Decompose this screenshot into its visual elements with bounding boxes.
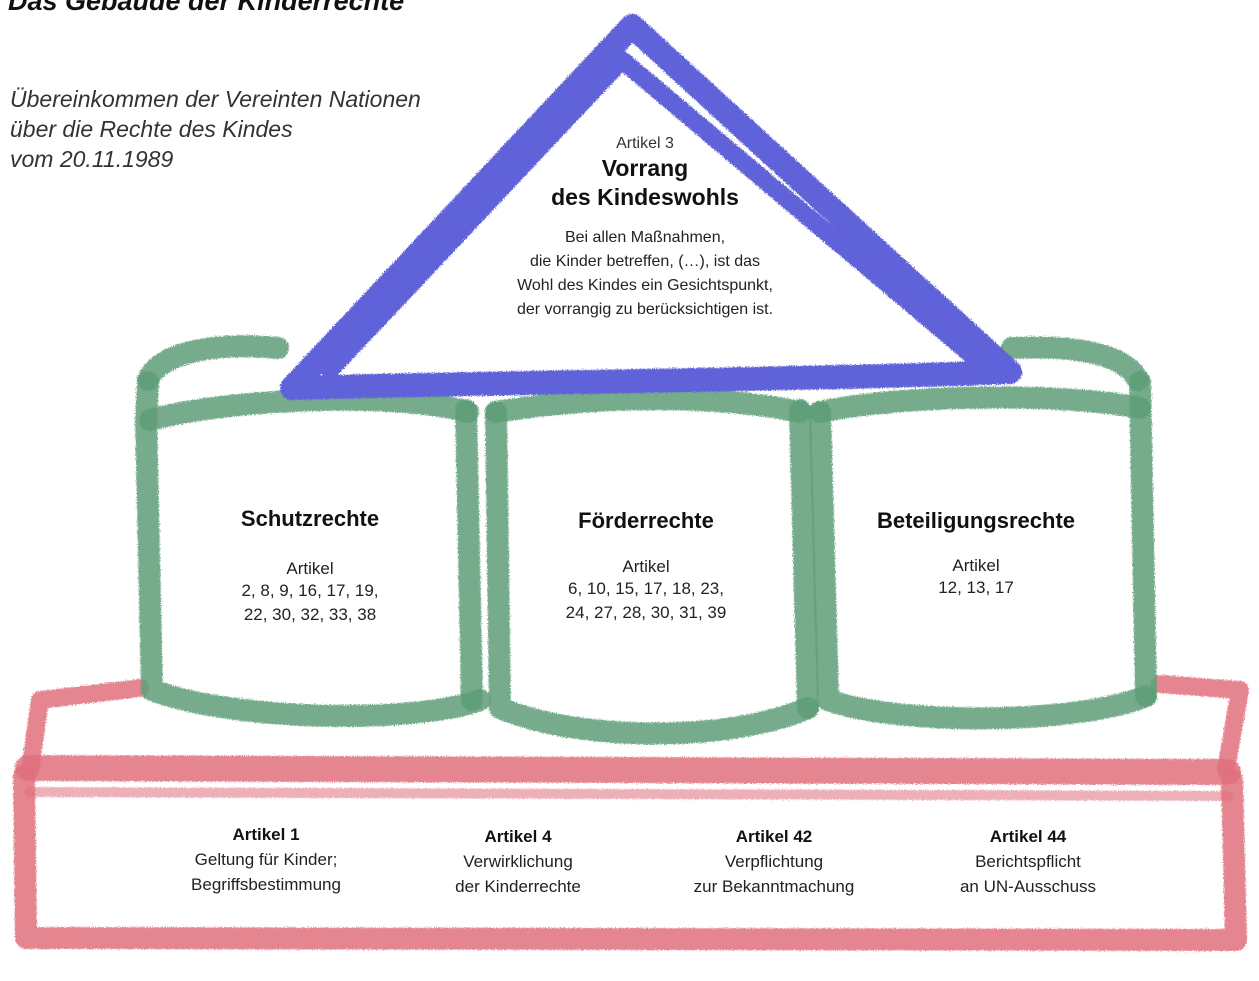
base-item-artikel-4: Artikel 4 Verwirklichung der Kinderrecht… — [398, 824, 638, 899]
pillars-drawing — [135, 335, 1157, 745]
pillar-title: Schutzrechte — [240, 506, 380, 531]
roof-body: Bei allen Maßnahmen, die Kinder betreffe… — [450, 226, 840, 322]
base-description-line: Verpflichtung — [724, 852, 824, 871]
pillar-title: Beteiligungsrechte — [876, 508, 1076, 533]
roof-text: Artikel 3 Vorrang des Kindeswohls Bei al… — [450, 134, 840, 322]
roof-drawing — [280, 14, 1022, 400]
pillar-foerderrechte: Förderrechte Artikel 6, 10, 15, 17, 18, … — [516, 508, 776, 625]
base-item-artikel-1: Artikel 1 Geltung für Kinder; Begriffsbe… — [146, 822, 386, 897]
subtitle-line: Übereinkommen der Vereinten Nationen — [10, 86, 421, 112]
pillar-article-line: 2, 8, 9, 16, 17, 19, — [241, 581, 379, 600]
pillar-article-label: Artikel — [952, 556, 1000, 575]
pillar-article-list: 6, 10, 15, 17, 18, 23, 24, 27, 28, 30, 3… — [516, 577, 776, 625]
base-description-line: Geltung für Kinder; — [194, 850, 338, 869]
subtitle: Übereinkommen der Vereinten Nationen übe… — [10, 84, 421, 174]
base-foundation — [13, 675, 1249, 951]
base-description-line: an UN-Ausschuss — [959, 877, 1097, 896]
roof-body-line: Bei allen Maßnahmen, — [564, 229, 726, 246]
pillar-article-line: 6, 10, 15, 17, 18, 23, — [568, 579, 724, 598]
roof-heading-line: des Kindeswohls — [551, 184, 739, 210]
pillar-title: Förderrechte — [578, 508, 714, 533]
base-description: Geltung für Kinder; Begriffsbestimmung — [146, 847, 386, 897]
pillar-article-line: 24, 27, 28, 30, 31, 39 — [565, 603, 727, 622]
base-article: Artikel 44 — [989, 827, 1067, 846]
base-description-line: Berichtspflicht — [975, 852, 1081, 871]
pillar-article-list: 12, 13, 17 — [846, 576, 1106, 600]
base-item-artikel-42: Artikel 42 Verpflichtung zur Bekanntmach… — [654, 824, 894, 899]
subtitle-line: über die Rechte des Kindes — [10, 116, 293, 142]
subtitle-line: vom 20.11.1989 — [10, 146, 174, 172]
roof-body-line: die Kinder betreffen, (…), ist das — [529, 253, 761, 270]
base-description-line: der Kinderrechte — [455, 877, 581, 896]
base-item-artikel-44: Artikel 44 Berichtspflicht an UN-Ausschu… — [908, 824, 1148, 899]
base-description-line: Begriffsbestimmung — [191, 875, 341, 894]
base-description-line: zur Bekanntmachung — [693, 877, 855, 896]
pillar-article-label: Artikel — [286, 559, 334, 578]
base-description-line: Verwirklichung — [463, 852, 573, 871]
pillar-article-line: 22, 30, 32, 33, 38 — [243, 605, 377, 624]
roof-body-line: Wohl des Kindes ein Gesichtspunkt, — [517, 277, 773, 294]
base-article: Artikel 1 — [232, 825, 300, 844]
base-article: Artikel 4 — [484, 827, 552, 846]
roof-heading-line: Vorrang — [601, 155, 689, 181]
roof-article: Artikel 3 — [616, 135, 674, 152]
base-description: Berichtspflicht an UN-Ausschuss — [908, 849, 1148, 899]
base-article: Artikel 42 — [735, 827, 813, 846]
pillar-beteiligungsrechte: Beteiligungsrechte Artikel 12, 13, 17 — [846, 508, 1106, 600]
pillar-article-label: Artikel — [622, 557, 670, 576]
pillar-article-line: 12, 13, 17 — [938, 578, 1014, 597]
roof-body-line: der vorrangig zu berücksichtigen ist. — [516, 301, 774, 318]
pillar-article-list: 2, 8, 9, 16, 17, 19, 22, 30, 32, 33, 38 — [180, 579, 440, 627]
pillar-schutzrechte: Schutzrechte Artikel 2, 8, 9, 16, 17, 19… — [180, 506, 440, 627]
base-description: Verwirklichung der Kinderrechte — [398, 849, 638, 899]
page-title: Das Gebäude der Kinderrechte — [8, 0, 405, 16]
base-description: Verpflichtung zur Bekanntmachung — [654, 849, 894, 899]
